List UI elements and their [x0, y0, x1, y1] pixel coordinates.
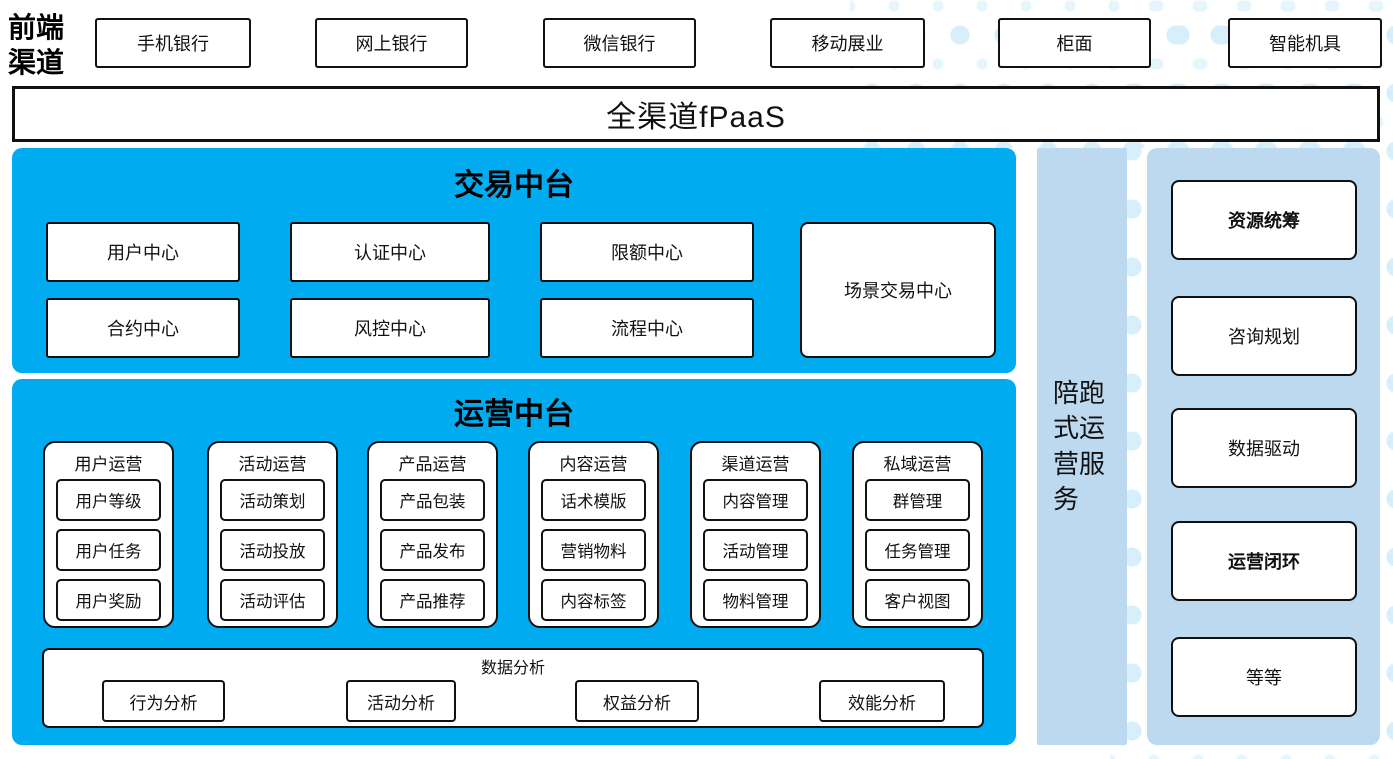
ops-column-title: 渠道运营 [721, 455, 790, 474]
ops-item: 内容标签 [541, 579, 646, 621]
ops-column-private-domain: 私域运营 群管理 任务管理 客户视图 [852, 441, 983, 628]
ops-item: 客户视图 [865, 579, 970, 621]
service-box-data-driven: 数据驱动 [1171, 408, 1357, 488]
ops-column-channel: 渠道运营 内容管理 活动管理 物料管理 [690, 441, 821, 628]
ops-column-user: 用户运营 用户等级 用户任务 用户奖励 [43, 441, 174, 628]
ops-platform-panel: 运营中台 用户运营 用户等级 用户任务 用户奖励 活动运营 活动策划 活动投放 … [12, 379, 1016, 745]
channel-box-counter: 柜面 [998, 18, 1151, 68]
ops-item: 任务管理 [865, 529, 970, 571]
ops-item: 物料管理 [703, 579, 808, 621]
ops-item: 产品发布 [380, 529, 485, 571]
ops-column-title: 用户运营 [74, 455, 143, 474]
ops-item: 话术模版 [541, 479, 646, 521]
ops-item: 内容管理 [703, 479, 808, 521]
side-service-bar: 陪跑式运营服务 [1037, 148, 1127, 745]
analysis-item-behavior: 行为分析 [102, 680, 225, 722]
ops-column-title: 私域运营 [883, 455, 952, 474]
center-box-limit: 限额中心 [540, 222, 754, 282]
center-box-scene-trade: 场景交易中心 [800, 222, 996, 358]
fpaas-bar: 全渠道fPaaS [12, 86, 1380, 142]
channel-box-mobile-banking: 手机银行 [95, 18, 251, 68]
service-box-ops-loop: 运营闭环 [1171, 521, 1357, 601]
ops-column-title: 产品运营 [398, 455, 467, 474]
ops-column-title: 活动运营 [238, 455, 307, 474]
channel-box-wechat-banking: 微信银行 [543, 18, 696, 68]
side-service-label: 陪跑式运营服务 [1053, 378, 1106, 514]
trade-platform-panel: 交易中台 用户中心 认证中心 限额中心 合约中心 风控中心 流程中心 场景交易中… [12, 148, 1016, 373]
ops-column-product: 产品运营 产品包装 产品发布 产品推荐 [367, 441, 498, 628]
ops-item: 活动管理 [703, 529, 808, 571]
service-box-etc: 等等 [1171, 637, 1357, 717]
service-box-consulting: 咨询规划 [1171, 296, 1357, 376]
ops-item: 产品包装 [380, 479, 485, 521]
center-box-auth: 认证中心 [290, 222, 490, 282]
ops-item: 用户奖励 [56, 579, 161, 621]
right-service-panel: 资源统筹 咨询规划 数据驱动 运营闭环 等等 [1147, 148, 1380, 745]
ops-item: 营销物料 [541, 529, 646, 571]
trade-platform-title: 交易中台 [454, 169, 574, 202]
ops-item: 群管理 [865, 479, 970, 521]
center-box-contract: 合约中心 [46, 298, 240, 358]
channel-box-smart-machines: 智能机具 [1228, 18, 1382, 68]
front-channels-label: 前端渠道 [8, 11, 65, 79]
channel-box-mobile-sales: 移动展业 [770, 18, 925, 68]
center-box-risk: 风控中心 [290, 298, 490, 358]
ops-column-activity: 活动运营 活动策划 活动投放 活动评估 [207, 441, 338, 628]
data-analysis-box: 数据分析 行为分析 活动分析 权益分析 效能分析 [42, 648, 984, 728]
ops-item: 用户任务 [56, 529, 161, 571]
ops-item: 活动评估 [220, 579, 325, 621]
ops-column-title: 内容运营 [559, 455, 628, 474]
center-box-process: 流程中心 [540, 298, 754, 358]
service-box-resource-planning: 资源统筹 [1171, 180, 1357, 260]
ops-item: 活动投放 [220, 529, 325, 571]
ops-platform-title: 运营中台 [454, 398, 574, 431]
data-analysis-title: 数据分析 [480, 660, 545, 677]
analysis-item-efficiency: 效能分析 [819, 680, 945, 722]
ops-item: 用户等级 [56, 479, 161, 521]
analysis-item-rights: 权益分析 [575, 680, 699, 722]
channel-box-online-banking: 网上银行 [315, 18, 468, 68]
analysis-item-activity: 活动分析 [346, 680, 456, 722]
ops-column-content: 内容运营 话术模版 营销物料 内容标签 [528, 441, 659, 628]
center-box-user: 用户中心 [46, 222, 240, 282]
ops-item: 产品推荐 [380, 579, 485, 621]
ops-item: 活动策划 [220, 479, 325, 521]
